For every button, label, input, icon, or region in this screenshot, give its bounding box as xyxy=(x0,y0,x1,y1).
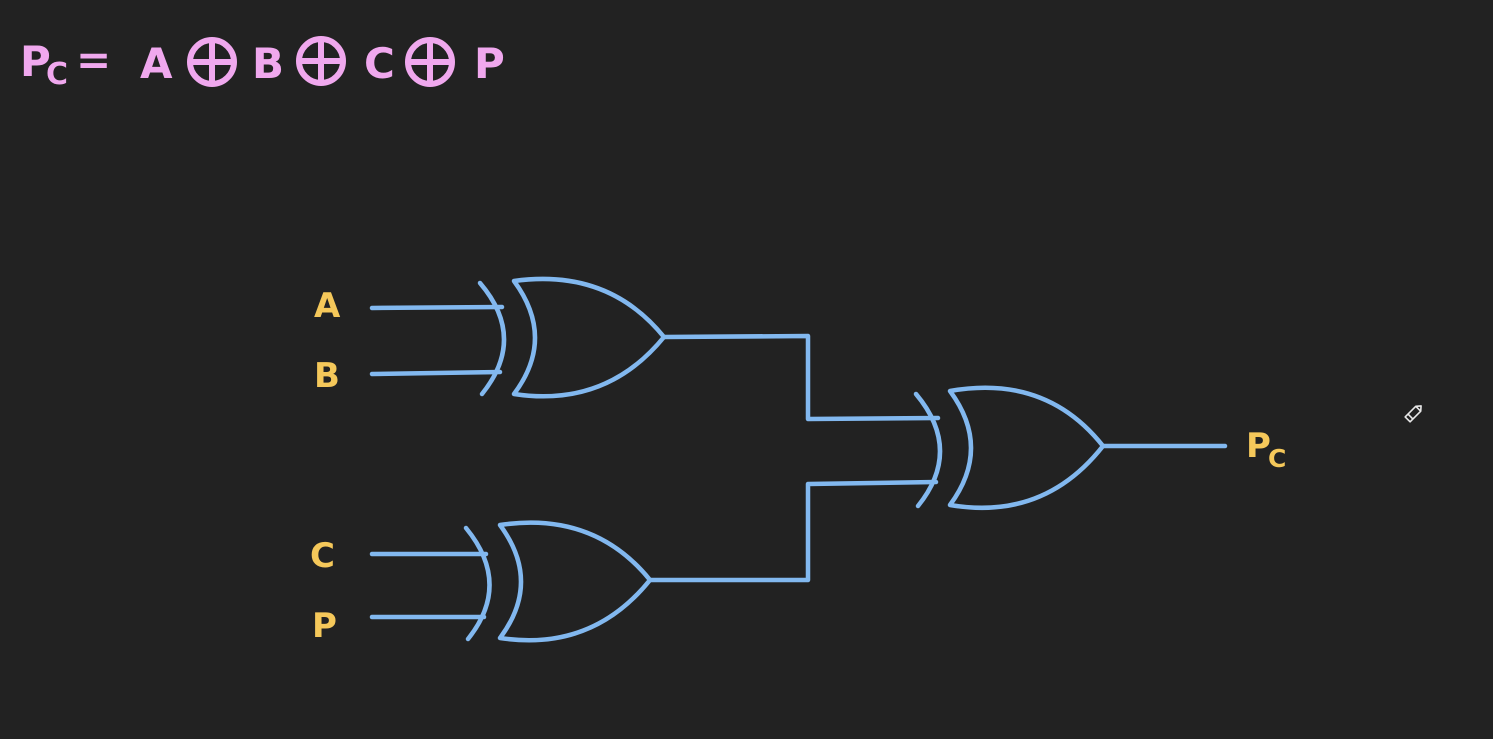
equation-term-c: C xyxy=(364,39,395,88)
equation-term-a: A xyxy=(140,39,173,88)
xor-gate-1 xyxy=(477,276,667,399)
input-label-p: P xyxy=(312,606,337,646)
xor-symbol-icon xyxy=(187,37,237,87)
xor-symbol-icon xyxy=(405,37,455,87)
xor-symbol-icon xyxy=(296,36,346,86)
xor-gate-back-arc xyxy=(463,525,492,642)
xor-gate-body xyxy=(497,520,653,643)
wire-gate2-to-gate3 xyxy=(647,479,939,583)
equation-lhs: P xyxy=(20,37,51,86)
equation-equals: = xyxy=(76,35,111,84)
input-label-c: C xyxy=(310,536,335,576)
wire-gate1-to-gate3 xyxy=(661,333,941,422)
input-label-a: A xyxy=(314,286,341,326)
wire-input-a xyxy=(369,304,505,311)
parity-equation: P C = A B C P xyxy=(20,35,505,92)
output-label: P xyxy=(1246,426,1271,466)
xor-gate-back-arc xyxy=(477,280,507,397)
input-label-b: B xyxy=(314,356,340,396)
equation-term-p: P xyxy=(474,39,505,88)
equation-lhs-subscript: C xyxy=(46,57,68,92)
xor-gate-body xyxy=(511,276,667,399)
wire-input-b xyxy=(369,369,503,377)
xor-gate-2 xyxy=(463,520,653,643)
xor-gate-3 xyxy=(913,385,1106,510)
xor-gate-body xyxy=(947,385,1106,510)
equation-term-b: B xyxy=(252,39,284,88)
pencil-icon xyxy=(1404,405,1422,423)
xor-gate-back-arc xyxy=(913,391,943,509)
output-label-subscript: C xyxy=(1268,444,1286,473)
